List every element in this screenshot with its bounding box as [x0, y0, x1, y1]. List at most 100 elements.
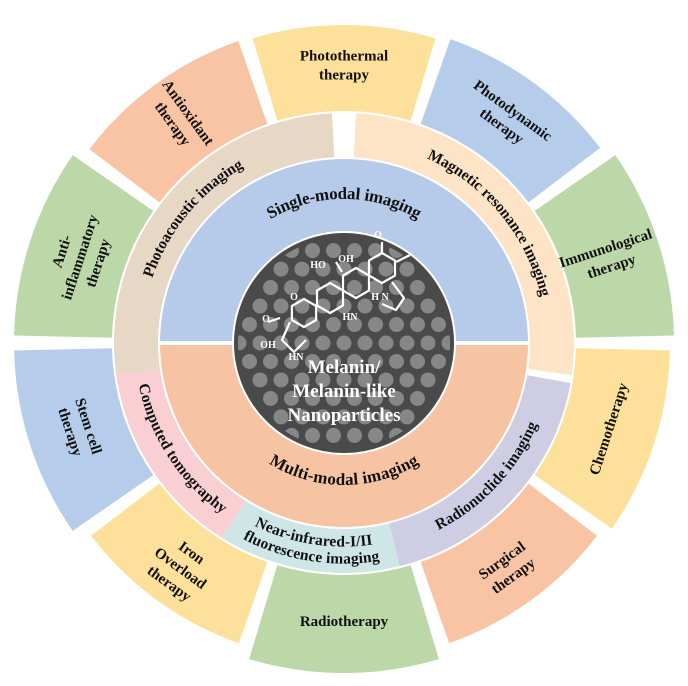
nanoparticle-dot — [326, 243, 341, 259]
nanoparticle-dot — [389, 390, 404, 406]
nanoparticle-dot — [294, 409, 310, 425]
nanoparticle-dot — [357, 298, 373, 314]
center-title-line: Melanin-like — [292, 381, 395, 402]
imaging-segment-photoacoustic-imaging — [114, 113, 335, 376]
nanoparticle-dot — [420, 298, 436, 314]
nanoparticle-dot — [399, 372, 415, 388]
nanoparticle-dot — [242, 353, 257, 369]
nanoparticle-dot — [242, 317, 257, 333]
nanoparticle-dot — [410, 390, 425, 406]
therapy-segment-surgical-therapy — [420, 483, 597, 644]
nanoparticle-dot — [357, 409, 373, 425]
therapy-label-line: Radiotherapy — [300, 614, 389, 630]
nanoparticle-dot — [347, 243, 362, 259]
molecule-pyrrole-right — [381, 281, 406, 312]
nanoparticle-dot — [399, 261, 415, 277]
nanoparticle-dot — [389, 353, 404, 369]
molecule-ring-2 — [367, 251, 397, 285]
nanoparticle-dot — [252, 298, 268, 314]
imaging-segment-computed-tomography — [116, 368, 246, 539]
molecule-ring-4 — [290, 297, 318, 329]
nanoparticle-dot — [284, 390, 299, 406]
nanoparticle-dot — [347, 390, 362, 406]
nanoparticle-dot — [252, 335, 268, 351]
nanoparticle-dot — [263, 353, 278, 369]
nanoparticle-dot — [368, 353, 383, 369]
nanoparticle-dot — [326, 427, 341, 443]
nanoparticle-dot — [347, 280, 362, 296]
molecule-atom-label: OH — [338, 254, 354, 265]
therapy-label-radiotherapy: Radiotherapy — [300, 614, 389, 630]
therapy-label-line: Photothermal — [300, 49, 388, 65]
molecule-atom-label: H N — [371, 292, 389, 303]
therapy-segment-photodynamic-therapy — [420, 39, 601, 203]
nanoparticle-dot — [305, 353, 320, 369]
molecule-atom-label: O — [262, 314, 270, 325]
molecule-atom-label: OH — [260, 340, 276, 351]
center-title-line: Melanin/ — [308, 357, 382, 378]
nanoparticle-dot — [389, 317, 404, 333]
nanoparticle-dot — [284, 280, 299, 296]
nanoparticle-dot — [315, 298, 331, 314]
nanoparticle-dot — [326, 317, 341, 333]
multi-modal-imaging-segment — [160, 343, 528, 527]
nanoparticle-dot — [273, 298, 289, 314]
nanoparticle-dot — [357, 335, 373, 351]
nanoparticle-dots — [238, 243, 450, 443]
nanoparticle-dot — [315, 335, 331, 351]
nanoparticle-dot — [410, 317, 425, 333]
single-modal-imaging-segment — [160, 159, 528, 343]
nanoparticle-dot — [305, 390, 320, 406]
nanoparticle-dot — [263, 280, 278, 296]
therapy-segment-anti-inflammatory-therapy — [14, 155, 154, 338]
therapy-segment-iron-overload-therapy — [91, 483, 268, 644]
nanoparticle-dot — [378, 335, 394, 351]
nanoparticle-dot — [399, 298, 415, 314]
nanoparticle-dot — [441, 335, 450, 351]
nanoparticle-dot — [305, 427, 320, 443]
imaging-segment-magnetic-resonance-imaging — [353, 113, 574, 376]
nanoparticle-dot — [378, 409, 394, 425]
nanoparticle-dot — [273, 335, 289, 351]
nanoparticle-dot — [305, 243, 320, 259]
nanoparticle-dot — [315, 261, 331, 277]
therapy-segment-chemotherapy — [534, 348, 670, 529]
molecule-atom-label: HN — [343, 312, 359, 323]
nanoparticle-dot — [294, 372, 310, 388]
nanoparticle-dot — [326, 353, 341, 369]
therapy-segment-antioxidant-therapy — [89, 40, 268, 203]
molecule-atom-label: HO — [310, 260, 326, 271]
nanoparticle-dot — [399, 335, 415, 351]
imaging-segment-near-infrared-i-ii-fluorescence-imaging — [222, 500, 400, 573]
nanoparticle-dot — [273, 261, 289, 277]
nanoparticle-dot — [378, 261, 394, 277]
nanoparticle-dot — [410, 280, 425, 296]
center-title-line: Nanoparticles — [288, 405, 401, 426]
nanoparticle-dot — [336, 409, 352, 425]
nanoparticle-dot — [315, 372, 331, 388]
nanoparticle-dot — [368, 280, 383, 296]
therapy-segment-photothermal-therapy — [252, 25, 436, 121]
imaging-segment-radionuclide-imaging — [388, 375, 571, 567]
nanoparticle-dot — [326, 390, 341, 406]
molecule-bonds — [267, 242, 411, 324]
nanoparticle-dot — [315, 409, 331, 425]
molecule-ring-3 — [315, 281, 345, 315]
nanoparticle-dot — [263, 390, 278, 406]
nanoparticle-dot — [273, 409, 289, 425]
molecule-atom-label: O — [374, 230, 382, 241]
nanoparticle-dot — [431, 353, 446, 369]
nanoparticle-dot — [368, 427, 383, 443]
therapy-segment-immunological-therapy — [534, 155, 674, 338]
nanoparticle-dot — [273, 372, 289, 388]
nanoparticle-dot — [284, 353, 299, 369]
nanoparticle-dot — [410, 353, 425, 369]
molecule-pyrrole-left — [280, 321, 307, 354]
nanoparticle-dot — [378, 372, 394, 388]
nanoparticle-dot — [252, 372, 268, 388]
nanoparticle-dot — [420, 372, 436, 388]
